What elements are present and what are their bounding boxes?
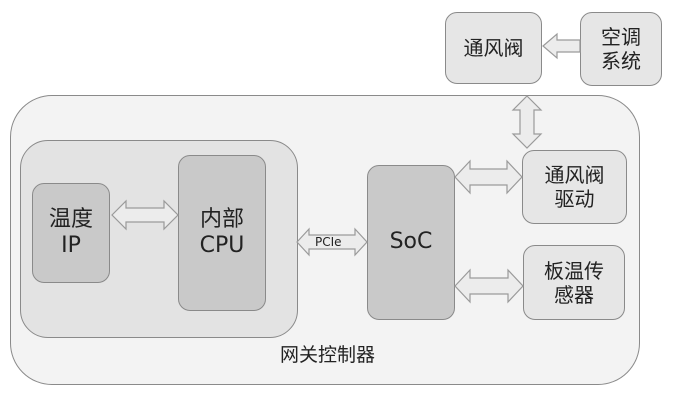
node-board-temp-sensor: 板温传 感器 bbox=[523, 245, 625, 320]
arrow-ac-valve bbox=[542, 32, 581, 60]
node-valve-driver: 通风阀 驱动 bbox=[522, 150, 627, 224]
node-vent-valve: 通风阀 bbox=[445, 12, 542, 84]
node-internal-cpu: 内部 CPU bbox=[178, 155, 266, 311]
container-label: 网关控制器 bbox=[280, 344, 376, 366]
arrow-cpu-soc bbox=[296, 227, 368, 257]
node-temp-ip: 温度 IP bbox=[32, 183, 110, 283]
node-soc: SoC bbox=[367, 165, 455, 320]
arrow-soc-valvedriver bbox=[454, 159, 523, 195]
arrow-soc-boardtemp bbox=[454, 268, 524, 304]
pcie-label: PCIe bbox=[315, 235, 342, 249]
arrow-tempip-cpu bbox=[111, 199, 179, 231]
arrow-valve-valvedriver bbox=[511, 95, 543, 149]
node-ac-system: 空调 系统 bbox=[580, 12, 662, 86]
